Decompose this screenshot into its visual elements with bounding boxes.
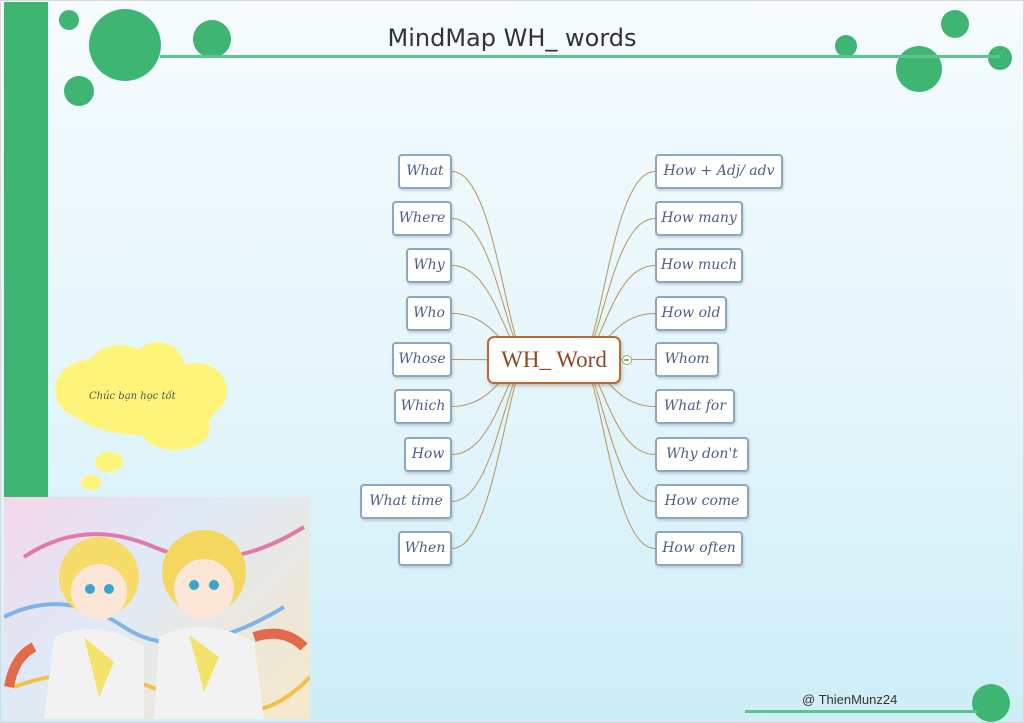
link-right-how-adj-adv (583, 171, 656, 361)
node-how-old[interactable]: How old (655, 296, 727, 331)
author-credit: @ ThienMunz24 (802, 692, 898, 707)
header-rule (160, 55, 1000, 58)
node-why[interactable]: Why (406, 248, 452, 283)
anime-illustration (4, 497, 310, 719)
decor-dot (972, 684, 1010, 722)
center-node[interactable]: WH_ Word (487, 336, 621, 384)
footer-rule (745, 710, 977, 713)
node-how[interactable]: How (404, 437, 452, 472)
node-how-adj-adv[interactable]: How + Adj/ adv (655, 154, 783, 189)
node-how-come[interactable]: How come (655, 484, 749, 519)
node-when[interactable]: When (398, 531, 452, 566)
decor-dot (193, 20, 231, 58)
node-how-much[interactable]: How much (655, 248, 743, 283)
node-whom[interactable]: Whom (655, 342, 719, 377)
decor-dot (64, 76, 94, 106)
decor-dot (941, 10, 969, 38)
link-left-what (451, 171, 525, 361)
decor-dot (835, 35, 857, 57)
node-whose[interactable]: Whose (392, 342, 452, 377)
collapse-toggle-icon[interactable] (622, 355, 632, 365)
bubble-text: Chúc bạn học tốt (89, 391, 176, 402)
page-title: MindMap WH_ words (387, 24, 637, 52)
decor-dot (59, 10, 79, 30)
link-left-when (451, 359, 525, 549)
decor-dot (89, 9, 161, 81)
node-what-time[interactable]: What time (360, 484, 452, 519)
node-which[interactable]: Which (394, 389, 452, 424)
node-who[interactable]: Who (406, 296, 452, 331)
node-how-many[interactable]: How many (655, 201, 743, 236)
node-what-for[interactable]: What for (655, 389, 735, 424)
node-where[interactable]: Where (392, 201, 452, 236)
node-why-don-t[interactable]: Why don't (655, 437, 749, 472)
node-what[interactable]: What (398, 154, 452, 189)
decor-dot (988, 46, 1012, 70)
decor-dot (896, 46, 942, 92)
link-right-how-often (583, 359, 656, 549)
node-how-often[interactable]: How often (655, 531, 743, 566)
